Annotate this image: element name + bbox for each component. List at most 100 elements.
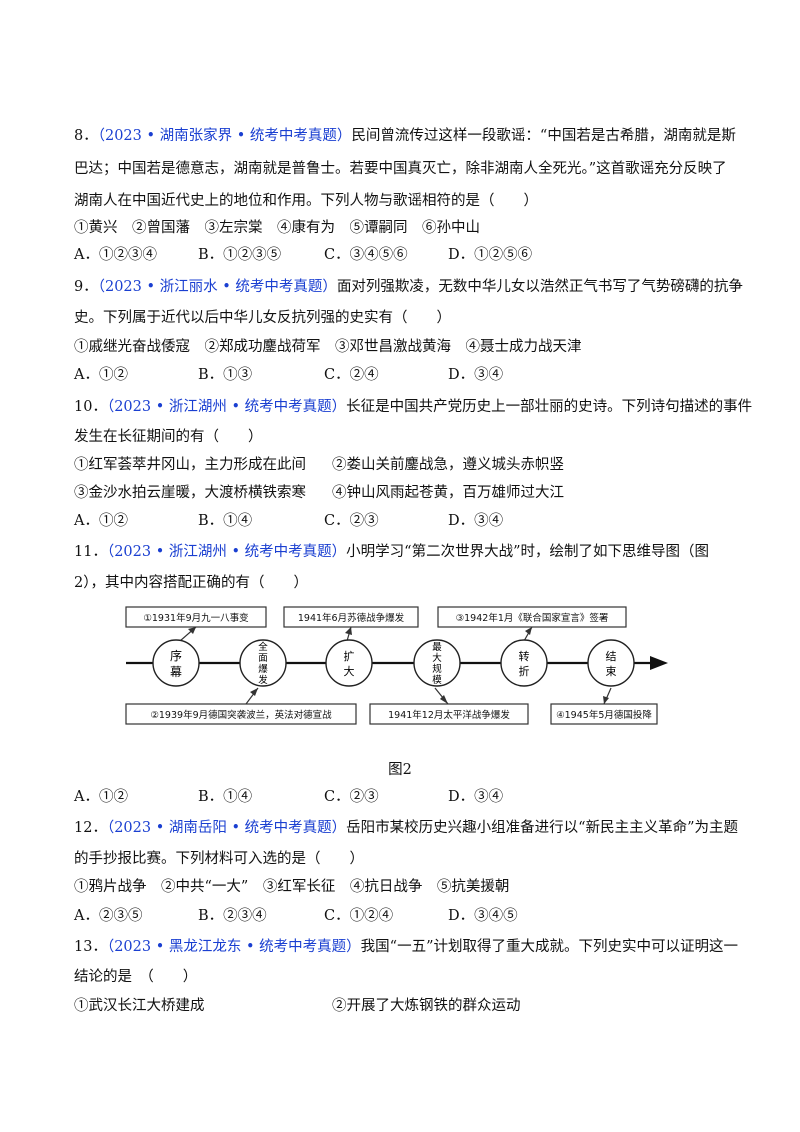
q10-items-row2: ③金沙水拍云崖暖，大渡桥横铁索寒 ④钟山风雨起苍黄，百万雄师过大江 [74,483,734,503]
q10-item-3: ③金沙水拍云崖暖，大渡桥横铁索寒 [74,485,306,501]
q8-items: ①黄兴 ②曾国藩 ③左宗棠 ④康有为 ⑤谭嗣同 ⑥孙中山 [74,220,480,236]
q10-option-a[interactable]: A．①② [74,513,128,529]
q12-option-d[interactable]: D．③④⑤ [448,908,518,924]
q9-stem-1: 面对列强欺凌，无数中华儿女以浩然正气书写了气势磅礴的抗争 [336,279,743,295]
circle-full-outbreak: 全 面 爆 发 [239,639,287,687]
q10-options: A．①② B．①④ C．②③ D．③④ [74,511,734,531]
bottom-box-2: 1941年12月太平洋战争爆发 [369,703,529,725]
q12-option-c[interactable]: C．①②④ [324,908,394,924]
q13-items-row1: ①武汉长江大桥建成 ②开展了大炼钢铁的群众运动 [74,996,734,1016]
q11-option-d[interactable]: D．③④ [448,789,504,805]
q11-option-a[interactable]: A．①② [74,789,128,805]
q8-option-c[interactable]: C．③④⑤⑥ [324,247,408,263]
top-box-2: 1941年6月苏德战争爆发 [283,606,419,628]
q9-number: 9． [74,279,98,295]
q10-items-row1: ①红军荟萃井冈山，主力形成在此间 ②娄山关前鏖战急，遵义城头赤帜竖 [74,455,734,475]
circle-turning-c2: 折 [519,664,530,678]
q11-option-b[interactable]: B．①④ [198,789,253,805]
q9-items: ①戚继光奋战倭寇 ②郑成功鏖战荷军 ③邓世昌激战黄海 ④聂士成力战天津 [74,339,582,355]
q13-number: 13． [74,939,107,955]
top-box-3-text: ③1942年1月《联合国家宣言》签署 [456,612,609,624]
circle-turning-c1: 转 [519,649,530,663]
q12-items: ①鸦片战争 ②中共“一大” ③红军长征 ④抗日战争 ⑤抗美援朝 [74,879,510,895]
circle-full-outbreak-c4: 发 [258,674,268,686]
q8-stem-2: 巴达；中国若是德意志，湖南就是普鲁士。若要中国真灭亡，除非湖南人全死光。”这首歌… [74,161,727,177]
circle-prelude: 序 幕 [152,639,200,687]
q8-stem-1: 民间曾流传过这样一段歌谣：“中国若是古希腊，湖南就是斯 [351,128,736,144]
q13-stem-1: 我国“一五”计划取得了重大成就。下列史实中可以证明这一 [360,939,738,955]
top-box-3: ③1942年1月《联合国家宣言》签署 [437,606,627,628]
connector-3-head [345,627,352,635]
circle-expand-c1: 扩 [344,649,355,663]
q10-line1: 10．（2023 • 浙江湖州 • 统考中考真题）长征是中国共产党历史上一部壮丽… [74,397,752,417]
q8-option-d[interactable]: D．①②⑤⑥ [448,247,533,263]
q12-option-b[interactable]: B．②③④ [198,908,267,924]
q9-option-d[interactable]: D．③④ [448,367,504,383]
q10-option-d[interactable]: D．③④ [448,513,504,529]
q12-source[interactable]: （2023 • 湖南岳阳 • 统考中考真题） [106,820,347,836]
q11-stem-2: 2），其中内容搭配正确的有（ ） [74,575,308,591]
q11-line1: 11．（2023 • 浙江湖州 • 统考中考真题）小明学习“第二次世界大战”时，… [74,542,709,562]
circle-prelude-text: 序 [170,648,182,663]
bottom-box-1: ②1939年9月德国突袭波兰，英法对德宣战 [125,703,357,725]
q8-option-a[interactable]: A．①②③④ [74,247,157,263]
q13-item-1: ①武汉长江大桥建成 [74,998,205,1014]
circle-largest-c3: 规 [432,664,442,675]
circle-full-outbreak-c2: 面 [258,653,268,664]
q8-source[interactable]: （2023 • 湖南张家界 • 统考中考真题） [97,128,352,144]
timeline-arrowhead [650,656,668,670]
q13-source[interactable]: （2023 • 黑龙江龙东 • 统考中考真题） [106,939,361,955]
q13-item-2: ②开展了大炼钢铁的群众运动 [332,998,521,1014]
q11-option-c[interactable]: C．②③ [324,789,379,805]
circle-largest-c2: 大 [432,652,442,664]
circle-largest-scale: 最 大 规 模 [413,639,461,687]
circle-end-c1: 结 [606,650,617,663]
q10-item-1: ①红军荟萃井冈山，主力形成在此间 [74,457,306,473]
circle-expand: 扩 大 [325,639,373,687]
circle-largest-c1: 最 [432,642,442,653]
q12-option-a[interactable]: A．②③⑤ [74,908,143,924]
circle-largest-c4: 模 [432,674,442,686]
q13-stem-2: 结论的是 （ ） [74,969,198,985]
circle-prelude-text-2: 幕 [170,665,182,679]
q12-line1: 12．（2023 • 湖南岳阳 • 统考中考真题）岳阳市某校历史兴趣小组准备进行… [74,818,738,838]
ww2-mind-map: ①1931年9月九一八事变 1941年6月苏德战争爆发 ③1942年1月《联合国… [125,606,668,725]
q9-option-c[interactable]: C．②④ [324,367,379,383]
q8-number: 8． [74,128,98,144]
q11-number: 11． [74,544,107,560]
q10-number: 10． [74,399,107,415]
q9-option-b[interactable]: B．①③ [198,367,253,383]
circle-full-outbreak-c3: 爆 [258,663,268,675]
q10-option-b[interactable]: B．①④ [198,513,253,529]
top-box-2-text: 1941年6月苏德战争爆发 [298,612,405,624]
q10-stem-2: 发生在长征期间的有（ ） [74,429,263,445]
q12-stem-1: 岳阳市某校历史兴趣小组准备进行以“新民主主义革命”为主题 [346,820,738,836]
circle-end: 结 束 [587,639,635,687]
q12-number: 12． [74,820,107,836]
q9-option-a[interactable]: A．①② [74,367,128,383]
q13-line1: 13．（2023 • 黑龙江龙东 • 统考中考真题）我国“一五”计划取得了重大成… [74,937,738,957]
top-box-1: ①1931年9月九一八事变 [125,606,267,628]
q12-stem-2: 的手抄报比赛。下列材料可入选的是（ ） [74,851,364,867]
bottom-box-2-text: 1941年12月太平洋战争爆发 [388,709,510,721]
bottom-box-3-text: ④1945年5月德国投降 [556,709,652,721]
q9-options: A．①② B．①③ C．②④ D．③④ [74,365,734,385]
bottom-box-1-text: ②1939年9月德国突袭波兰，英法对德宣战 [150,709,332,721]
circle-expand-c2: 大 [344,664,355,678]
q9-line1: 9．（2023 • 浙江丽水 • 统考中考真题）面对列强欺凌，无数中华儿女以浩然… [74,277,743,297]
q9-stem-2: 史。下列属于近代以后中华儿女反抗列强的史实有（ ） [74,310,451,326]
bottom-box-3: ④1945年5月德国投降 [550,703,658,725]
circle-full-outbreak-c1: 全 [258,641,268,653]
q11-options: A．①② B．①④ C．②③ D．③④ [74,787,734,807]
q9-source[interactable]: （2023 • 浙江丽水 • 统考中考真题） [97,279,337,295]
connector-6-head [603,696,609,704]
q10-source[interactable]: （2023 • 浙江湖州 • 统考中考真题） [106,399,347,415]
q10-item-4: ④钟山风雨起苍黄，百万雄师过大江 [332,485,564,501]
q11-stem-1: 小明学习“第二次世界大战”时，绘制了如下思维导图（图 [346,544,709,560]
top-box-1-text: ①1931年9月九一八事变 [143,612,249,624]
q11-source[interactable]: （2023 • 浙江湖州 • 统考中考真题） [106,544,347,560]
connector-5-head [525,627,532,635]
circle-turning: 转 折 [500,639,548,687]
q8-option-b[interactable]: B．①②③⑤ [198,247,282,263]
q10-option-c[interactable]: C．②③ [324,513,379,529]
